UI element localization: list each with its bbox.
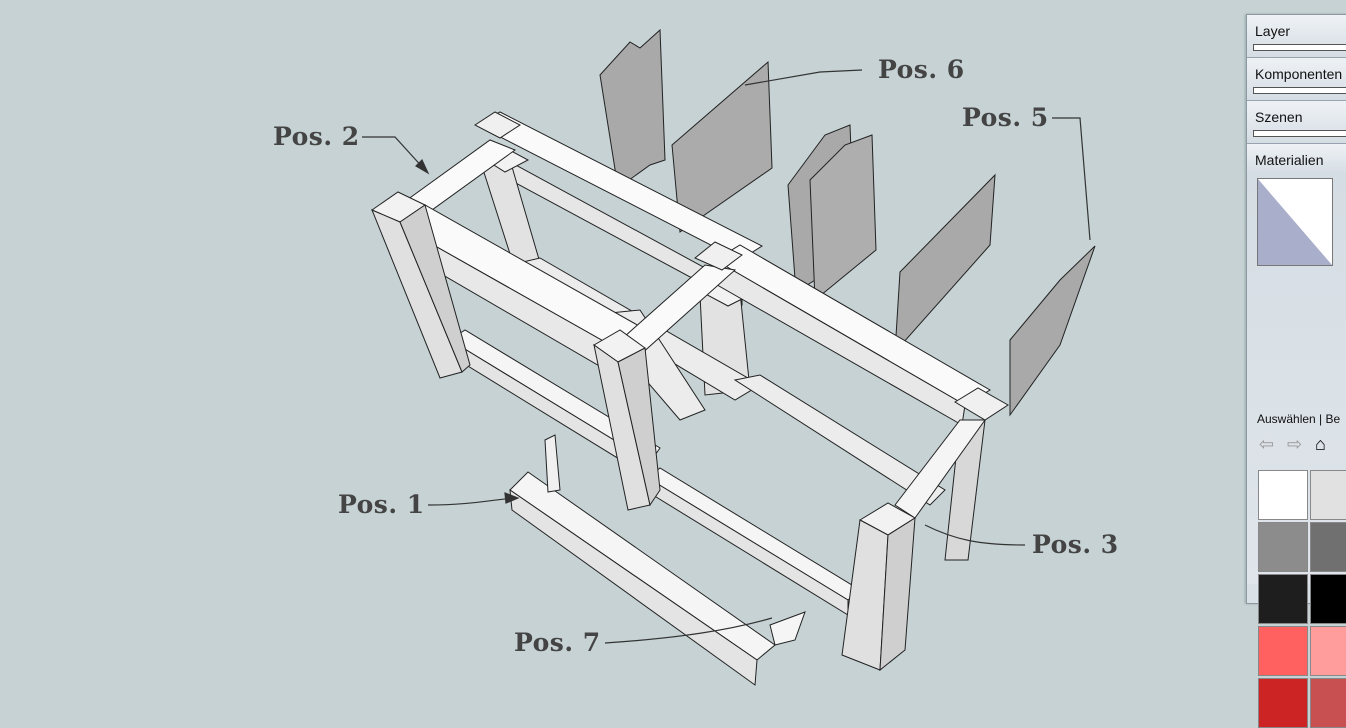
frame — [370, 111, 1009, 686]
panel — [809, 134, 877, 302]
label-pos-6: Pos. 6 — [878, 55, 965, 84]
material-swatch[interactable] — [1258, 626, 1308, 676]
material-swatch[interactable] — [1258, 574, 1308, 624]
panel-title: Komponenten — [1255, 66, 1343, 82]
material-preview — [1257, 178, 1333, 266]
material-swatch[interactable] — [1258, 522, 1308, 572]
material-swatch[interactable] — [1258, 678, 1308, 728]
panel-title: Materialien — [1255, 152, 1324, 168]
panel-bar — [1253, 44, 1346, 51]
panel — [599, 28, 666, 189]
panel-layer[interactable]: Layer — [1247, 15, 1346, 58]
material-swatch[interactable] — [1310, 678, 1346, 728]
tab-select[interactable]: Auswählen — [1257, 412, 1316, 426]
panel-title: Layer — [1255, 23, 1291, 39]
panel-bar — [1253, 87, 1346, 94]
material-swatch[interactable] — [1310, 574, 1346, 624]
panel-title: Szenen — [1255, 109, 1303, 125]
panels — [599, 28, 1096, 417]
model-viewport[interactable] — [0, 0, 1346, 705]
label-pos-5: Pos. 5 — [962, 103, 1049, 132]
home-icon[interactable]: ⌂ — [1315, 434, 1326, 454]
tab-edit[interactable]: Be — [1325, 412, 1341, 426]
forward-arrow-icon[interactable]: ⇨ — [1287, 434, 1303, 454]
panel — [1009, 245, 1096, 417]
label-pos-2: Pos. 2 — [273, 122, 360, 151]
back-arrow-icon[interactable]: ⇦ — [1259, 434, 1275, 454]
material-swatch[interactable] — [1310, 470, 1346, 520]
label-pos-3: Pos. 3 — [1032, 530, 1119, 559]
label-pos-7: Pos. 7 — [514, 628, 601, 657]
panel — [671, 60, 773, 233]
panel-components[interactable]: Komponenten — [1247, 58, 1346, 101]
label-pos-1: Pos. 1 — [338, 490, 425, 519]
panel-bar — [1253, 130, 1346, 137]
panel-materials: Materialien Auswählen | Be ⇦ ⇨ ⌂ — [1247, 144, 1346, 728]
panel — [894, 173, 996, 354]
material-swatch[interactable] — [1258, 470, 1308, 520]
panel-scenes[interactable]: Szenen — [1247, 101, 1346, 144]
material-swatch[interactable] — [1310, 626, 1346, 676]
default-tray: Layer Komponenten Szenen Materialien Aus… — [1246, 14, 1346, 728]
leader-arrows — [362, 69, 1091, 644]
material-swatch[interactable] — [1310, 522, 1346, 572]
